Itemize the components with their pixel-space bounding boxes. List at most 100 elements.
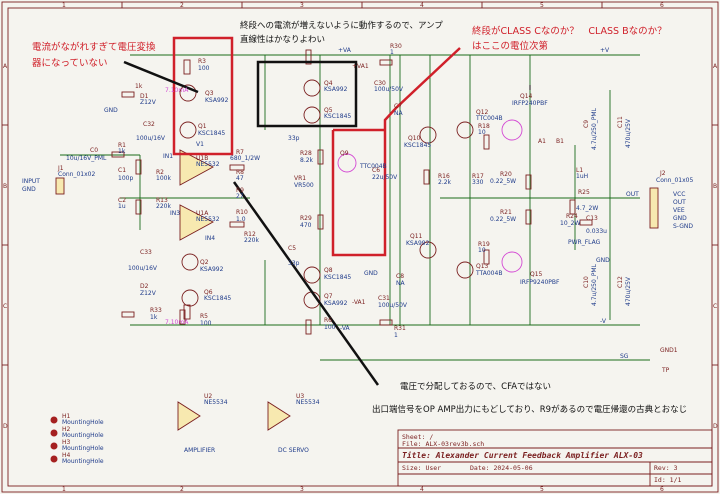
vr1-ref: VR1: [294, 175, 306, 182]
h4-ref: H4: [62, 452, 71, 459]
r13-ref: R13: [156, 197, 168, 204]
h1-value: MountingHole: [62, 419, 104, 426]
u3-ref: U3: [296, 393, 304, 400]
current-top: 7.10mA: [165, 87, 189, 94]
h3-value: MountingHole: [62, 445, 104, 452]
q9-value: TTC004B: [359, 163, 387, 170]
va1b-ref: -VA1: [352, 299, 366, 306]
u1a-value: NE5532: [196, 216, 220, 223]
r30-value: 1: [390, 49, 394, 56]
j1-value: Conn_01x02: [58, 171, 95, 178]
r10-value: 1.0: [236, 216, 246, 223]
c1-value: 100p: [118, 175, 133, 182]
tb-rev: Rev: 3: [654, 464, 678, 472]
d1-ref: D1: [140, 93, 149, 100]
c1-ref: C1: [118, 167, 126, 174]
h2-value: MountingHole: [62, 432, 104, 439]
j1-ref: J1: [57, 165, 64, 172]
row-c-right: C: [713, 303, 717, 310]
highlight-red-left: [172, 36, 234, 156]
q14-value: IRFP240PBF: [512, 100, 548, 107]
q11-ref: Q11: [410, 233, 423, 240]
u3-caption: DC SERVO: [278, 447, 309, 454]
r1-value: 1k: [118, 148, 126, 155]
a1-ref: A1: [538, 138, 546, 145]
input-gnd-label: GND: [22, 186, 36, 193]
r2-ref: R2: [156, 169, 164, 176]
r24-ref: R24: [566, 213, 578, 220]
col-4: 4: [420, 2, 424, 9]
row-d: D: [3, 423, 8, 430]
c13-value: 0.033u: [586, 228, 607, 235]
q15-value: IRFP9240PBF: [520, 279, 560, 286]
tb-date: Date: 2024-05-06: [470, 464, 533, 472]
tb-sheet: Sheet: /: [402, 433, 433, 441]
r5-ref: R5: [200, 313, 208, 320]
r29-ref: R29: [300, 215, 312, 222]
j2-value: Conn_01x05: [656, 177, 693, 184]
net-gnd-left: GND: [104, 107, 118, 114]
r16-ref: R16: [438, 173, 450, 180]
c0-ref: C0: [90, 147, 98, 154]
r33-top: 1k: [135, 83, 143, 90]
r30-ref: R30: [390, 43, 402, 50]
c13-ref: C13: [586, 215, 598, 222]
row-c: C: [3, 303, 7, 310]
q8-value: KSC1845: [324, 274, 351, 281]
c8-ref: C8: [396, 273, 404, 280]
r9-value: 27: [236, 193, 244, 200]
net-gnd-mid: GND: [364, 270, 378, 277]
r28-value: 8.2k: [300, 157, 314, 164]
opamp-u2: U2 NE5534 AMPLIFIER: [177, 393, 228, 454]
q13-value: TTA004B: [475, 270, 502, 277]
c11-value: 470u/25V: [625, 118, 632, 148]
r3-value: 100: [198, 65, 210, 72]
q9-ref: Q9: [340, 150, 349, 157]
u2-value: NE5534: [204, 399, 228, 406]
r16-value: 2.2k: [438, 179, 452, 186]
q5-value: KSC1845: [324, 113, 351, 120]
u1a-ref: U1A: [196, 210, 209, 217]
net-vap: +VA: [338, 47, 352, 54]
j2-pin-out: OUT: [673, 199, 686, 206]
c9-value: 4.7u/250_PML: [591, 107, 598, 150]
current-bottom: 7.10mA: [165, 319, 189, 326]
c2-ref: C2: [118, 197, 126, 204]
l1-ref: L1: [576, 167, 583, 174]
col-6: 6: [660, 2, 664, 9]
c10-ref: C10: [583, 276, 590, 288]
highlight-red-center: [331, 47, 461, 257]
note-class-1: 終段がCLASS Cなのか？ CLASS Bなのか？: [472, 25, 667, 37]
c5-ref: C5: [288, 245, 296, 252]
q8-ref: Q8: [324, 267, 333, 274]
col-1-bottom: 1: [62, 486, 66, 493]
net-in3: IN3: [170, 210, 180, 217]
pointer-bottom: [232, 181, 380, 386]
u2-caption: AMPLIFIER: [184, 447, 215, 454]
tb-id: Id: 1/1: [654, 476, 681, 484]
d1-value: Z12V: [140, 99, 157, 106]
c8-value: NA: [396, 280, 405, 287]
r21-ref: R21: [500, 209, 512, 216]
c30-ref: C30: [374, 80, 386, 87]
net-van: -VA: [340, 325, 351, 332]
c10-value: 4.7u/250_PML: [591, 263, 598, 306]
q5-ref: Q5: [324, 107, 333, 114]
power-rails: [60, 54, 650, 361]
col-6-bottom: 6: [660, 486, 664, 493]
note-top-2: 直線性はかなりよわい: [240, 34, 325, 45]
input-label: INPUT: [22, 178, 40, 185]
col-1: 1: [62, 2, 66, 9]
l1-value: 1uH: [576, 173, 588, 180]
r19-ref: R19: [478, 241, 490, 248]
q10-value: KSC1845: [404, 142, 431, 149]
note-left-2: 器になっていない: [32, 58, 108, 69]
row-d-right: D: [713, 423, 718, 430]
transistor-symbols: [179, 79, 523, 309]
r20-value: 0.22_5W: [490, 178, 516, 185]
c12-value: 470u/25V: [625, 276, 632, 306]
q7-value: KSA992: [324, 300, 348, 307]
